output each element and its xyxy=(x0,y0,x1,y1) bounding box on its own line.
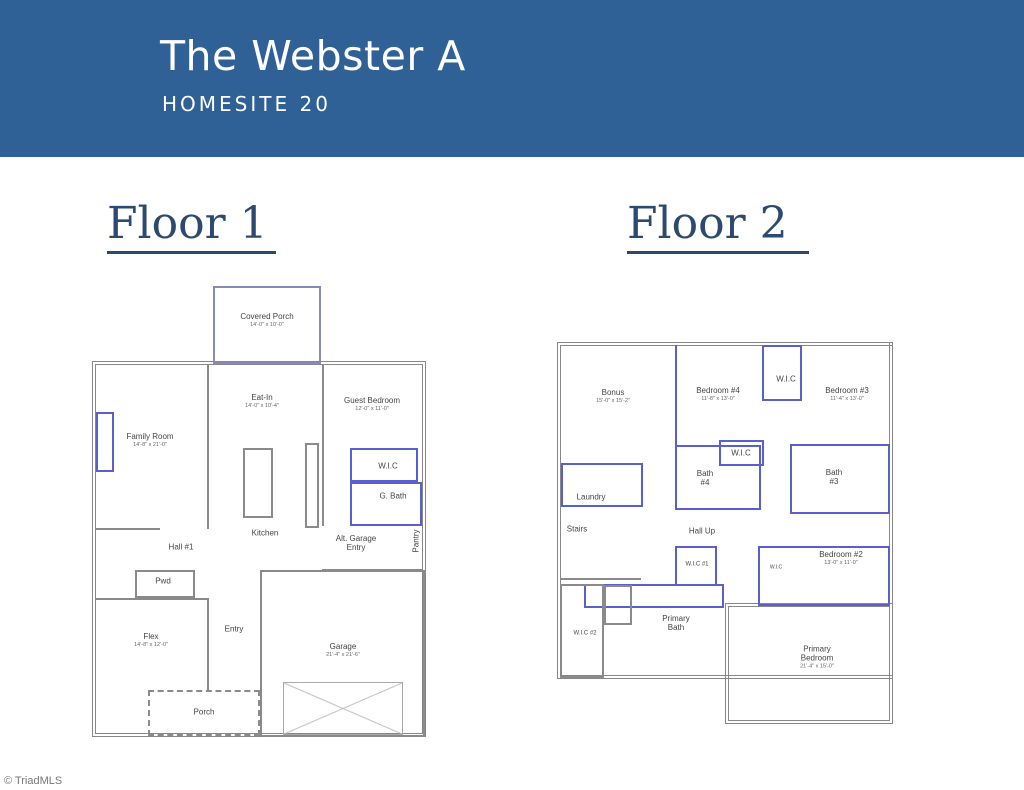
room-label: Kitchen xyxy=(251,528,279,538)
room-label: Stairs xyxy=(566,524,588,534)
room-label: W.I.C xyxy=(378,461,398,471)
laundry xyxy=(561,463,643,507)
room-label: W.I.C xyxy=(776,374,796,384)
bedroom-2 xyxy=(758,546,890,606)
fireplace xyxy=(96,412,114,472)
room-label: Bath #3 xyxy=(825,468,843,486)
floor-2-underline xyxy=(627,251,809,254)
vanity xyxy=(584,584,724,608)
room-label: Hall Up xyxy=(688,526,716,536)
bath-3 xyxy=(790,444,890,514)
room-label: Pantry xyxy=(411,529,421,553)
room-label: Porch xyxy=(193,707,215,717)
floor-1-heading: Floor 1 xyxy=(107,198,268,249)
wic-top xyxy=(762,345,802,401)
wall xyxy=(675,345,677,445)
room-label: Primary Bath xyxy=(662,614,690,632)
room-label: W.I.C xyxy=(769,564,783,571)
room-label: Hall #1 xyxy=(168,542,194,552)
guest-bath xyxy=(350,482,422,526)
wic-bed4 xyxy=(719,440,764,466)
powder-room xyxy=(135,570,195,598)
room-label: Laundry xyxy=(576,492,606,502)
page-title: The Webster A xyxy=(160,32,466,80)
stairs-1 xyxy=(95,528,160,598)
room-label: Entry xyxy=(224,624,244,634)
tub xyxy=(604,585,632,625)
wic-2 xyxy=(560,584,604,678)
copyright-text: © TriadMLS xyxy=(4,775,63,787)
garage xyxy=(260,570,425,737)
kitchen-counter xyxy=(305,443,319,528)
room-label: Alt. Garage Entry xyxy=(335,534,377,552)
garage-door xyxy=(283,682,403,735)
bath-4 xyxy=(675,445,761,510)
room-label: W.I.C xyxy=(731,448,751,458)
room-label: G. Bath xyxy=(379,491,407,501)
stairs-2 xyxy=(561,510,641,580)
room-label: W.I.C #1 xyxy=(685,561,709,568)
kitchen-island xyxy=(243,448,273,518)
floor-1-underline xyxy=(107,251,276,254)
room-label: W.I.C #2 xyxy=(573,630,597,637)
wic-guest xyxy=(350,448,418,482)
header-banner: The Webster A HOMESITE 20 xyxy=(0,0,1024,157)
flex-room xyxy=(95,598,209,690)
room-label: Pwd xyxy=(155,576,171,586)
guest-bedroom xyxy=(322,364,423,526)
room-label: Bath #4 xyxy=(696,469,714,487)
floor-2-heading: Floor 2 xyxy=(627,198,788,249)
front-porch xyxy=(148,690,260,736)
floor-2-outline-right xyxy=(889,342,893,607)
family-room xyxy=(95,364,209,529)
page-subtitle: HOMESITE 20 xyxy=(162,92,331,116)
